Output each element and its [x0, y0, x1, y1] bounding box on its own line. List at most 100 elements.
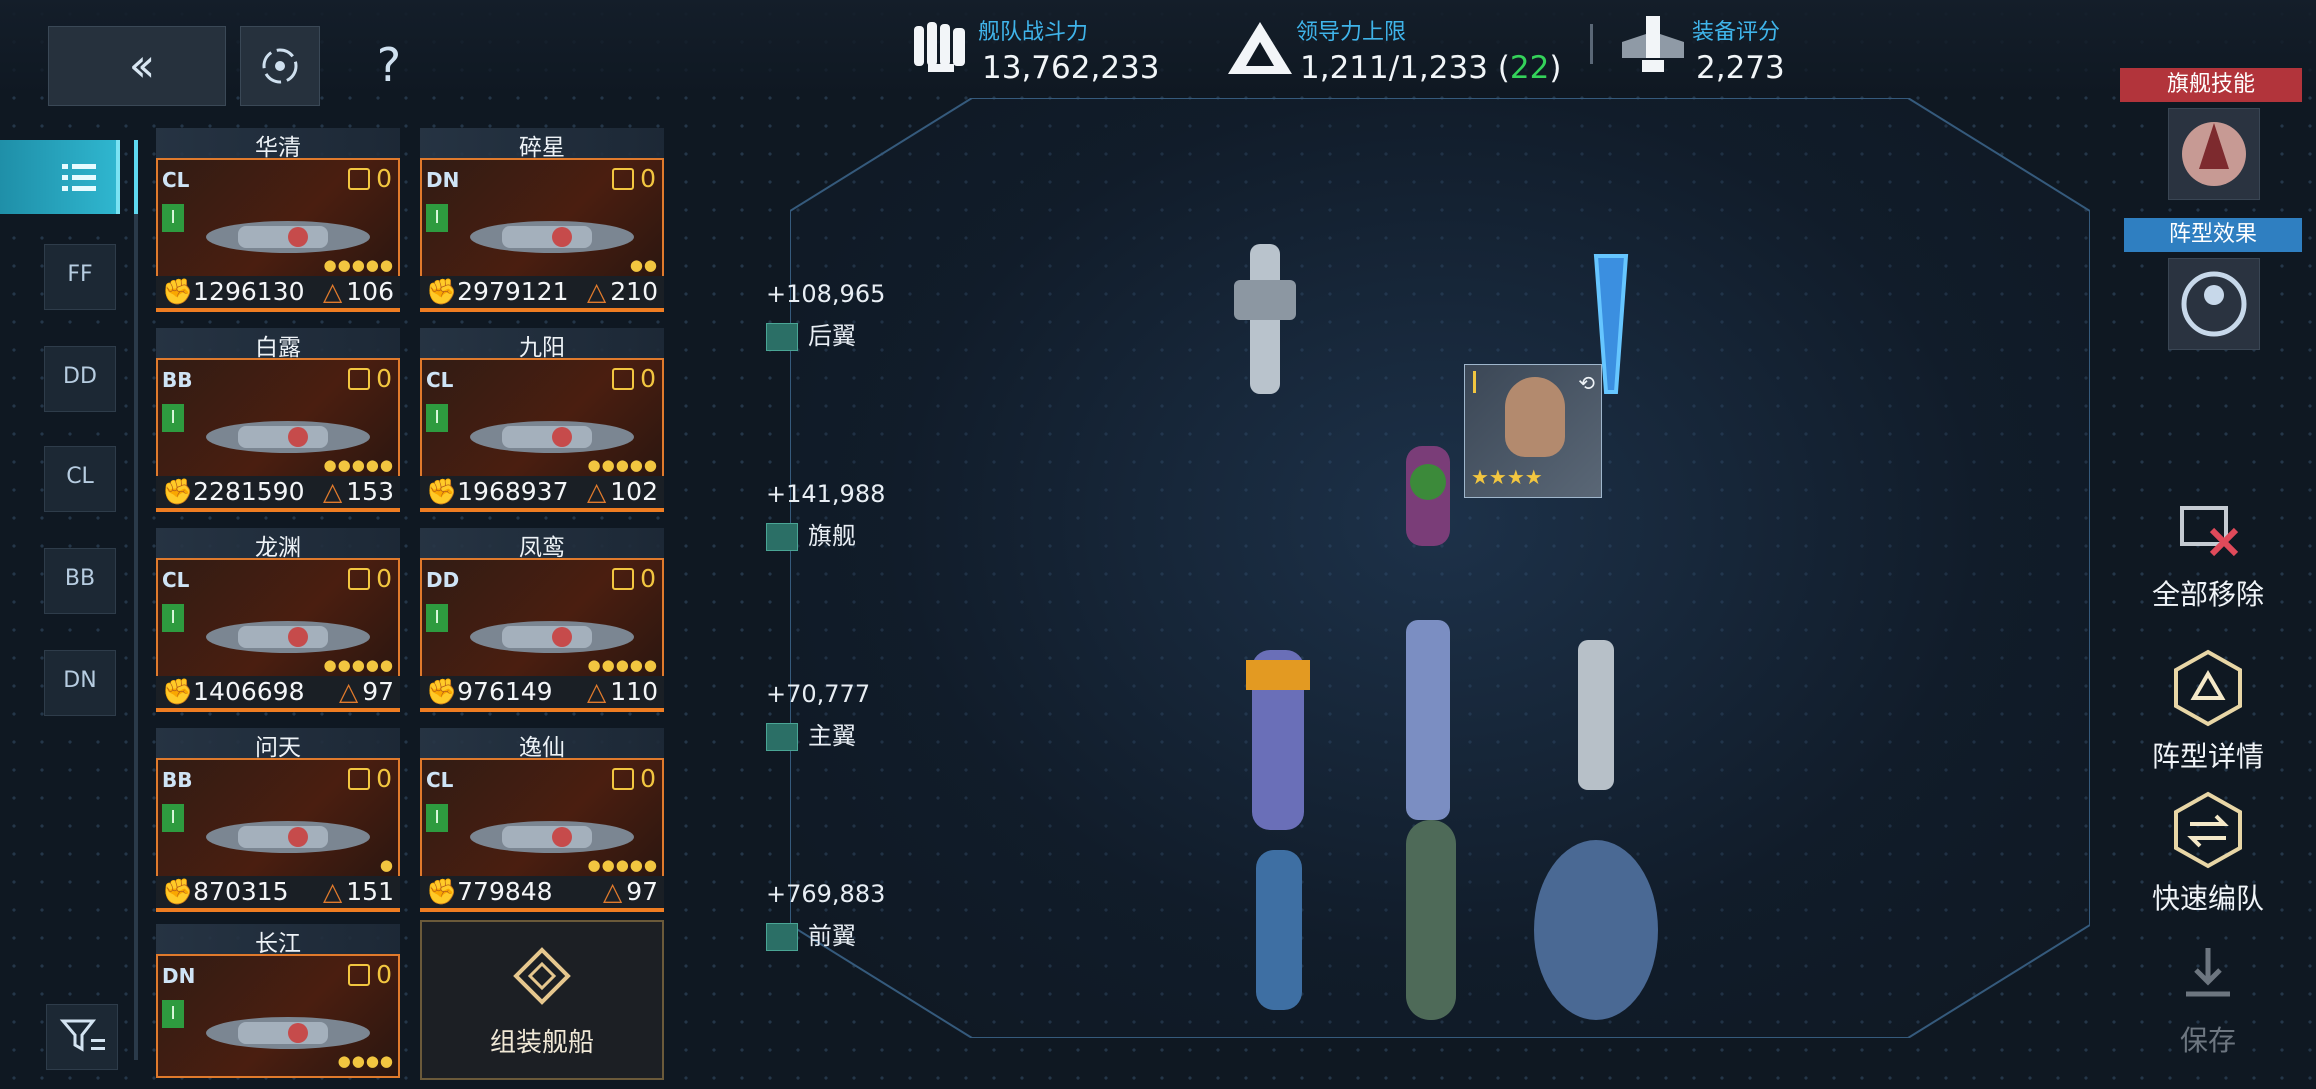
- ship-power: ✊976149: [426, 676, 553, 708]
- gear-value: 2,273: [1696, 50, 1785, 86]
- list-view-button[interactable]: [0, 140, 120, 214]
- gear-label: 装备评分: [1692, 20, 1781, 45]
- target-icon: [262, 48, 298, 84]
- front-ship-2[interactable]: [1406, 820, 1456, 1020]
- filter-cl-button[interactable]: CL: [44, 446, 116, 512]
- ship-card-body: [156, 954, 400, 1078]
- filter-bb-button[interactable]: BB: [44, 548, 116, 614]
- flagship-ship[interactable]: [1406, 446, 1450, 546]
- ship-count: 0: [640, 764, 656, 793]
- ship-card-body: [420, 158, 664, 288]
- commander-stars: ★★★★: [1471, 465, 1543, 489]
- ship-card[interactable]: 问天 BB I 0 ● ✊870315 △151: [156, 728, 400, 912]
- row-main-name: 主翼: [808, 722, 856, 750]
- filter-sort-button[interactable]: [46, 1004, 118, 1070]
- fist-icon: ✊: [426, 477, 458, 506]
- ship-level: I: [426, 804, 448, 832]
- ship-card[interactable]: 长江 DN I 0 ●●●●: [156, 924, 400, 1078]
- ship-name: 长江: [156, 924, 400, 957]
- ship-pips: ●●●●●: [323, 656, 394, 674]
- double-chevron-left-icon: ‹‹: [128, 38, 156, 92]
- ship-class: BB: [162, 368, 193, 392]
- ship-name: 九阳: [420, 328, 664, 361]
- ship-card-body: [420, 558, 664, 688]
- rear-ship-2[interactable]: [1593, 254, 1629, 394]
- formation-effect-icon: [2181, 271, 2247, 337]
- ship-class: BB: [162, 768, 193, 792]
- commander-portrait[interactable]: ★★★★ ⟲: [1464, 364, 1602, 498]
- ship-card[interactable]: 龙渊 CL I 0 ●●●●● ✊1406698 △97: [156, 528, 400, 712]
- fist-icon: ✊: [426, 277, 458, 306]
- ship-power: ✊1296130: [162, 276, 304, 308]
- formation-detail-button[interactable]: 阵型详情: [2138, 648, 2278, 775]
- save-button[interactable]: 保存: [2138, 942, 2278, 1059]
- ship-card[interactable]: 白露 BB I 0 ●●●●● ✊2281590 △153: [156, 328, 400, 512]
- ship-count: 0: [640, 164, 656, 193]
- main-ship-3[interactable]: [1578, 640, 1614, 790]
- ship-name: 华清: [156, 128, 400, 161]
- ship-power-value: 1296130: [193, 277, 305, 306]
- remove-all-button[interactable]: 全部移除: [2138, 500, 2278, 613]
- cost-icon: △: [602, 877, 623, 906]
- ship-power-value: 2979121: [457, 277, 569, 306]
- quick-team-button[interactable]: 快速编队: [2138, 790, 2278, 917]
- formation-effect-button[interactable]: [2168, 258, 2260, 350]
- filter-dd-button[interactable]: DD: [44, 346, 116, 412]
- ship-count: 0: [376, 164, 392, 193]
- row-rear: +108,965 后翼: [766, 280, 885, 351]
- ship-card-body: [420, 358, 664, 488]
- target-button[interactable]: [240, 26, 320, 106]
- back-button[interactable]: ‹‹: [48, 26, 226, 106]
- swap-icon[interactable]: ⟲: [1578, 371, 1595, 395]
- ship-class: DN: [162, 964, 196, 988]
- ship-power-value: 779848: [457, 877, 553, 906]
- ship-card[interactable]: 凤鸾 DD I 0 ●●●●● ✊976149 △110: [420, 528, 664, 712]
- ship-class: CL: [162, 568, 190, 592]
- row-rear-name: 后翼: [808, 322, 856, 350]
- ship-card[interactable]: 华清 CL I 0 ●●●●● ✊1296130 △106: [156, 128, 400, 312]
- save-label: 保存: [2179, 1024, 2236, 1057]
- ship-card[interactable]: 逸仙 CL I 0 ●●●●● ✊779848 △97: [420, 728, 664, 912]
- ship-power-value: 1406698: [193, 677, 305, 706]
- row-rear-bonus: +108,965: [766, 280, 886, 308]
- top-bar: [0, 0, 2316, 96]
- main-ship-2[interactable]: [1406, 620, 1450, 820]
- help-button[interactable]: ?: [350, 26, 428, 104]
- ship-name: 龙渊: [156, 528, 400, 561]
- ship-count: 0: [376, 960, 392, 989]
- ship-stats: ✊2281590 △153: [156, 476, 400, 512]
- front-ship-3[interactable]: [1534, 840, 1658, 1020]
- ship-stats: ✊1296130 △106: [156, 276, 400, 312]
- ship-image: [470, 421, 634, 453]
- filter-ff-button[interactable]: FF: [44, 244, 116, 310]
- ship-count: 0: [376, 764, 392, 793]
- main-ship-1[interactable]: [1246, 650, 1310, 830]
- flagship-skill-button[interactable]: [2168, 108, 2260, 200]
- ship-cost: △110: [587, 676, 658, 708]
- ship-cost-value: 110: [610, 677, 658, 706]
- ship-cost: △97: [339, 676, 394, 708]
- gear-score-icon: [1622, 16, 1684, 72]
- assemble-ship-button[interactable]: 组装舰船: [420, 920, 664, 1080]
- ship-pips: ●: [379, 856, 394, 874]
- formation-ships: [1234, 244, 1658, 1020]
- row-main: +70,777 主翼: [766, 680, 870, 751]
- count-icon: [348, 168, 370, 190]
- leader-label: 领导力上限: [1296, 20, 1407, 45]
- cost-icon: △: [587, 477, 607, 506]
- ship-power: ✊779848: [426, 876, 553, 908]
- filter-dn-button[interactable]: DN: [44, 650, 116, 716]
- ship-power: ✊1406698: [162, 676, 304, 708]
- ship-class: DD: [426, 568, 460, 592]
- ship-card[interactable]: 碎星 DN I 0 ●● ✊2979121 △210: [420, 128, 664, 312]
- fist-icon: ✊: [162, 677, 194, 706]
- cost-icon: △: [338, 677, 359, 706]
- ship-power-value: 976149: [457, 677, 553, 706]
- main-wing-icon: [766, 723, 798, 751]
- row-flagship-bonus: +141,988: [766, 480, 886, 508]
- front-ship-1[interactable]: [1256, 850, 1302, 1010]
- ship-card[interactable]: 九阳 CL I 0 ●●●●● ✊1968937 △102: [420, 328, 664, 512]
- rear-ship-1[interactable]: [1234, 244, 1296, 394]
- ship-image: [470, 621, 634, 653]
- ship-cost: △210: [587, 276, 658, 308]
